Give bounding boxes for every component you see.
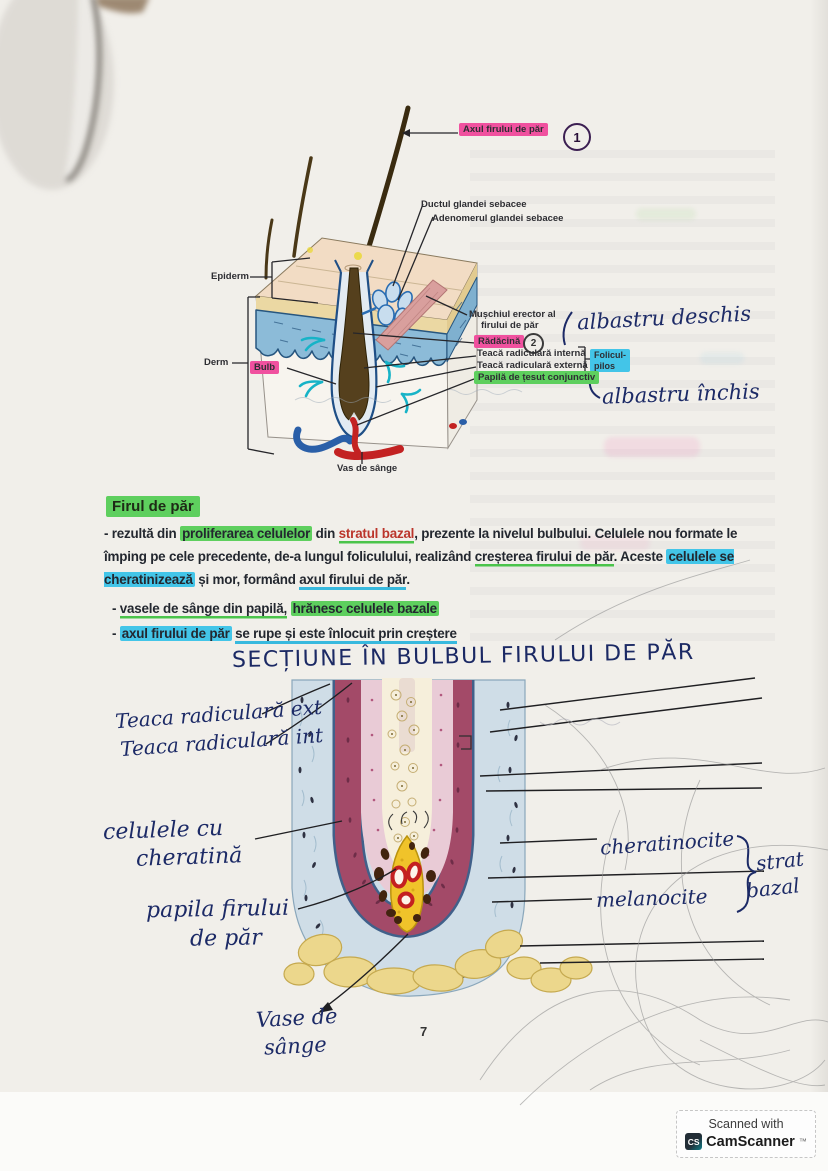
label-bulb: Bulb <box>250 361 280 374</box>
text-segment-underline-cyan: axul firului de păr <box>299 572 407 587</box>
notes-bullet-2: - axul firului de păr se rupe și este în… <box>112 622 457 645</box>
page-edge-shadow <box>810 0 828 1171</box>
badge-trademark: ™ <box>798 1137 807 1146</box>
handwritten-cheratinocite: cheratinocite <box>599 826 735 860</box>
scan-corner-artifact <box>0 0 149 190</box>
page-number: 7 <box>420 1024 428 1039</box>
label-teaca-interna: Teacă radiculară internă <box>477 348 586 359</box>
handwritten-celulele-cu: celulele cu <box>102 815 224 846</box>
handwritten-papila-firului: papila firului <box>145 895 290 924</box>
text-segment-highlight-green: hrănesc celulele bazale <box>290 601 439 616</box>
text-segment: - rezultă din <box>104 526 181 541</box>
label-derm: Derm <box>204 357 229 368</box>
circled-number-1: 1 <box>563 123 591 151</box>
text-segment-underline-green: creșterea firului de păr <box>474 549 614 564</box>
label-duct-glanda-sebacee: Ductul glandei sebacee <box>421 199 527 210</box>
camscanner-icon: CS <box>685 1133 703 1150</box>
badge-brand-row: CS CamScanner ™ <box>685 1133 807 1150</box>
text-segment-red-underlined: stratul bazal <box>338 526 415 541</box>
text-segment: din <box>312 526 339 541</box>
camscanner-badge: Scanned with CS CamScanner ™ <box>676 1110 816 1158</box>
label-epiderm: Epiderm <box>211 271 250 282</box>
handwritten-vase-de: Vase de <box>255 1003 339 1033</box>
badge-scanned-with-text: Scanned with <box>708 1117 784 1131</box>
text-segment-highlight-green: proliferarea celulelor <box>180 526 313 541</box>
text-segment: - <box>112 601 120 616</box>
ghost-pink-blob <box>604 437 700 457</box>
text-segment: . <box>406 572 410 587</box>
text-segment: - <box>112 626 120 641</box>
text-segment: , prezente la nivelul bulbului. Celulele… <box>104 526 738 564</box>
text-segment-highlight-cyan: axul firului de păr <box>119 626 232 641</box>
ghost-pink-blob <box>580 535 650 551</box>
label-muschi-erector-l2: firului de păr <box>481 320 539 331</box>
ghost-cyan-blob <box>700 352 744 364</box>
notes-heading: Firul de păr <box>106 496 200 517</box>
handwritten-cheratina: cheratină <box>135 843 243 872</box>
label-vas-de-sange: Vas de sânge <box>337 463 398 474</box>
ghost-green-blob <box>636 208 696 220</box>
label-adenomer-glanda-sebacee: Adenomerul glandei sebacee <box>432 213 564 224</box>
handwritten-de-par: de păr <box>189 925 263 952</box>
label-papila-tesut: Papilă de țesut conjunctiv <box>474 371 600 384</box>
label-radacina: Rădăcină <box>474 335 525 348</box>
circled-number-2: 2 <box>523 333 544 354</box>
text-segment: și mor, formând <box>194 572 300 587</box>
text-segment: . Aceste <box>613 549 667 564</box>
handwritten-strat: strat <box>754 846 805 876</box>
label-folicul-pilos: Folicul- pilos <box>590 349 630 372</box>
handwritten-bazal: bazal <box>744 873 801 903</box>
label-teaca-externa: Teacă radiculară externă <box>477 360 588 371</box>
text-segment-underline-green: vasele de sânge din papilă, <box>119 601 288 616</box>
notes-paragraph: - rezultă din proliferarea celulelor din… <box>104 522 780 591</box>
notes-bullet-1: - vasele de sânge din papilă, hrănesc ce… <box>112 597 439 620</box>
handwritten-sange: sânge <box>263 1032 328 1060</box>
badge-brand-text: CamScanner <box>706 1133 795 1150</box>
handwritten-melanocite: melanocite <box>595 884 708 912</box>
label-axul-firului: Axul firului de păr <box>459 123 548 136</box>
label-folicul-l2: pilos <box>594 360 616 371</box>
label-folicul-l1: Folicul- <box>594 350 626 360</box>
text-segment-underline-cyan: se rupe și este înlocuit prin creștere <box>235 626 457 641</box>
label-muschi-erector-l1: Mușchiul erector al <box>469 309 556 320</box>
